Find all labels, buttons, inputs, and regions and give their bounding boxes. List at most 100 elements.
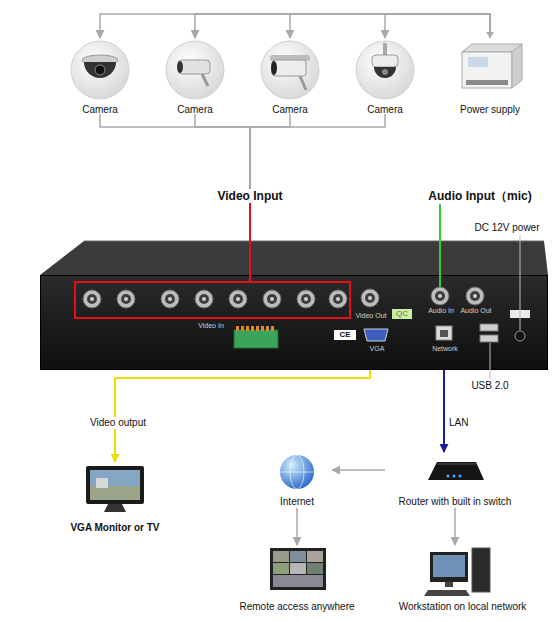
bnc-connector [329, 290, 347, 308]
router-highlight [437, 464, 476, 465]
camera-node: Camera [163, 38, 227, 114]
node-label: Router with built in switch [360, 496, 550, 507]
connector-line [454, 508, 456, 545]
remote-tile [273, 551, 289, 562]
dc-jack [515, 331, 525, 341]
rj45-socket [440, 330, 448, 337]
bullet-camera-body [178, 60, 210, 74]
node-label: Camera [328, 104, 442, 115]
connector-line [290, 14, 490, 38]
terminal-pin [261, 326, 264, 331]
ptz-camera-arm [383, 43, 387, 56]
port-label: Video Out [353, 312, 389, 320]
workstation-screen [433, 555, 465, 577]
terminal-pin [271, 326, 274, 331]
video-input-highlight [75, 282, 350, 318]
node-label: VGA Monitor or TV [35, 522, 195, 533]
remote-tile [290, 563, 306, 574]
camera-node: Camera [353, 38, 417, 114]
port-label: Video In [191, 322, 231, 330]
workstation-keyboard [424, 590, 470, 596]
bnc-connector [297, 290, 315, 308]
bnc-connector [83, 290, 101, 308]
workstation-monitor [430, 552, 468, 582]
bnc-connector [117, 290, 135, 308]
rj45-port [436, 326, 452, 340]
audio-out-connector [466, 287, 484, 305]
terminal-pin [256, 326, 259, 331]
power-box-top [462, 44, 522, 52]
remote-tile [307, 563, 323, 574]
usb-leader [490, 343, 491, 379]
connector-line [115, 370, 370, 462]
workstation-stand [445, 582, 453, 587]
dvr-top-edge [84, 241, 544, 242]
bnc-connector [161, 290, 179, 308]
terminal-block [234, 330, 278, 348]
bullet-camera-mount [202, 74, 208, 86]
usb-label: USB 2.0 [462, 380, 518, 392]
hood-camera-lens [271, 61, 277, 75]
usb-port [480, 335, 498, 342]
router-led [447, 475, 450, 478]
connector-label: Video output [78, 417, 158, 429]
audio-input-label: Audio Input（mic) [402, 189, 558, 203]
connector-line [443, 370, 445, 452]
dome-camera-dome [84, 62, 116, 78]
camera-circle [353, 38, 417, 114]
camera-circle-outline [261, 41, 319, 99]
terminal-pin [236, 326, 239, 331]
connector-label: Video Input [200, 189, 300, 203]
dome-camera-lens [95, 65, 105, 75]
connector-line [332, 469, 385, 471]
remote-tile [273, 563, 289, 574]
port-label: Audio Out [456, 307, 496, 315]
camera-circle [68, 38, 132, 114]
remote-tile [273, 575, 323, 587]
router-node: Router with built in switch [385, 452, 525, 508]
ptz-camera-lens [382, 69, 388, 75]
power-box-side [512, 44, 522, 88]
connector-line [250, 114, 290, 275]
node-label: Power supply [428, 104, 552, 115]
node-label: Camera [43, 104, 157, 115]
power-box-front [462, 52, 512, 88]
vga-port [364, 329, 388, 341]
monitor-screen [90, 470, 140, 500]
hood-camera-body [272, 60, 306, 76]
dvr-top-face [40, 241, 548, 275]
monitor-stand [104, 504, 126, 512]
audio-input-leader [439, 204, 441, 287]
remote-tile [290, 551, 306, 562]
dvr-recorder: Video InVideo OutVGAAudio InAudio OutNet… [40, 275, 548, 370]
power-box-terminals [466, 80, 508, 85]
power-supply-node: Power supply [453, 38, 527, 114]
port-label: Audio In [421, 307, 461, 315]
router-led [459, 475, 462, 478]
remote-screen-frame [270, 548, 326, 590]
bullet-camera-lens [177, 61, 183, 73]
workstation-node: Workstation on local network [390, 545, 535, 615]
qc-sticker: QC [392, 309, 412, 319]
port-label: VGA [357, 345, 397, 353]
camera-circle [258, 38, 322, 114]
connector-label: LAN [449, 417, 479, 429]
bnc-connector [263, 290, 281, 308]
dome-camera-base [82, 55, 118, 65]
connector-line [250, 114, 385, 275]
camera-circle [163, 38, 227, 114]
power-arrowhead [486, 32, 494, 38]
node-label: Internet [237, 496, 357, 507]
monitor-node: VGA Monitor or TV [60, 462, 170, 536]
node-label: Camera [138, 104, 252, 115]
connector-line [195, 114, 250, 275]
connector-line [195, 14, 490, 38]
workstation-tower [472, 548, 490, 592]
connector-line [100, 14, 490, 38]
remote-access-node: Remote access anywhere [232, 545, 362, 615]
globe-icon [280, 455, 314, 489]
usb-port [480, 324, 498, 331]
camera-node: Camera [68, 38, 132, 114]
